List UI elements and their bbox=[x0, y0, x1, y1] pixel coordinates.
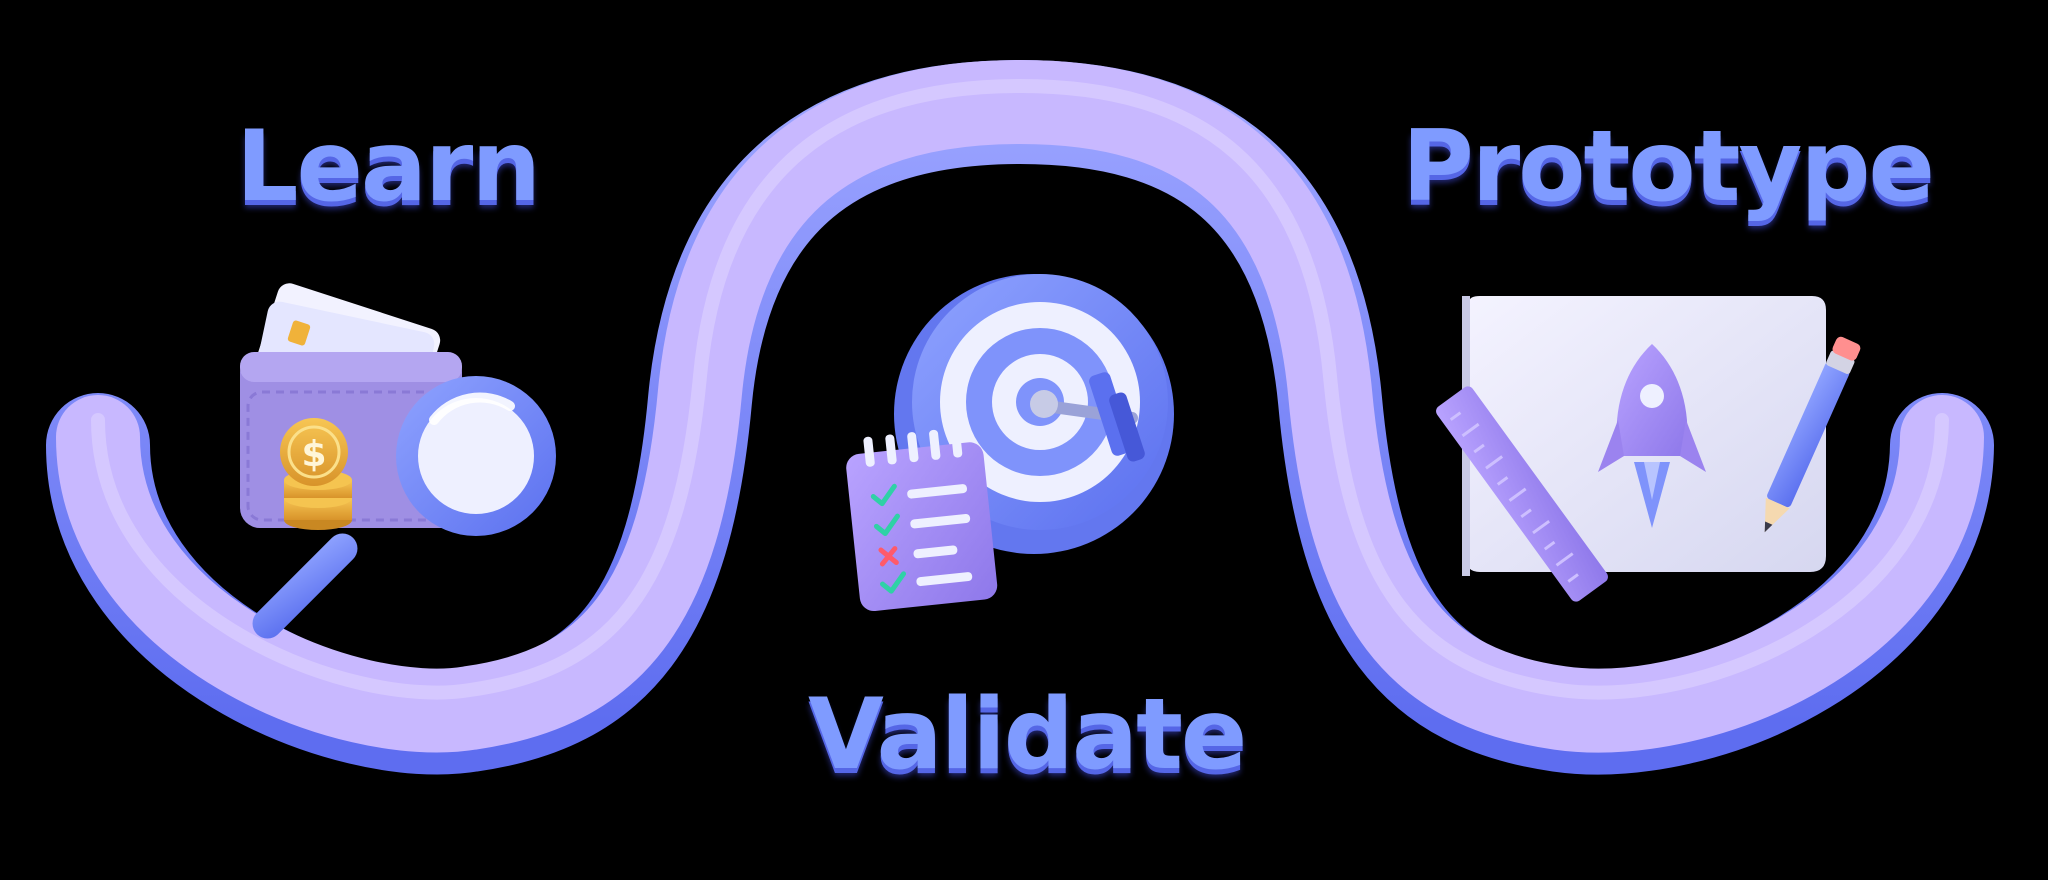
arrow-icon bbox=[1030, 372, 1145, 462]
stage-label-validate: Validate bbox=[808, 678, 1247, 792]
rocket-sketch-icon bbox=[1436, 296, 1861, 602]
wave-path-surface bbox=[56, 59, 1984, 753]
target-checklist-icon bbox=[846, 274, 1174, 612]
svg-text:$: $ bbox=[301, 434, 326, 475]
pencil-icon bbox=[1764, 336, 1861, 533]
rocket-icon bbox=[1598, 344, 1706, 528]
ruler-icon bbox=[1436, 386, 1608, 602]
wallet-magnifier-icon: $ bbox=[240, 283, 556, 639]
stage-label-prototype: Prototype bbox=[1402, 110, 1935, 224]
stage-label-learn: Learn bbox=[236, 110, 541, 224]
magnifier-icon bbox=[252, 376, 556, 639]
checklist-icon bbox=[846, 427, 998, 612]
coins-icon: $ bbox=[280, 418, 352, 530]
